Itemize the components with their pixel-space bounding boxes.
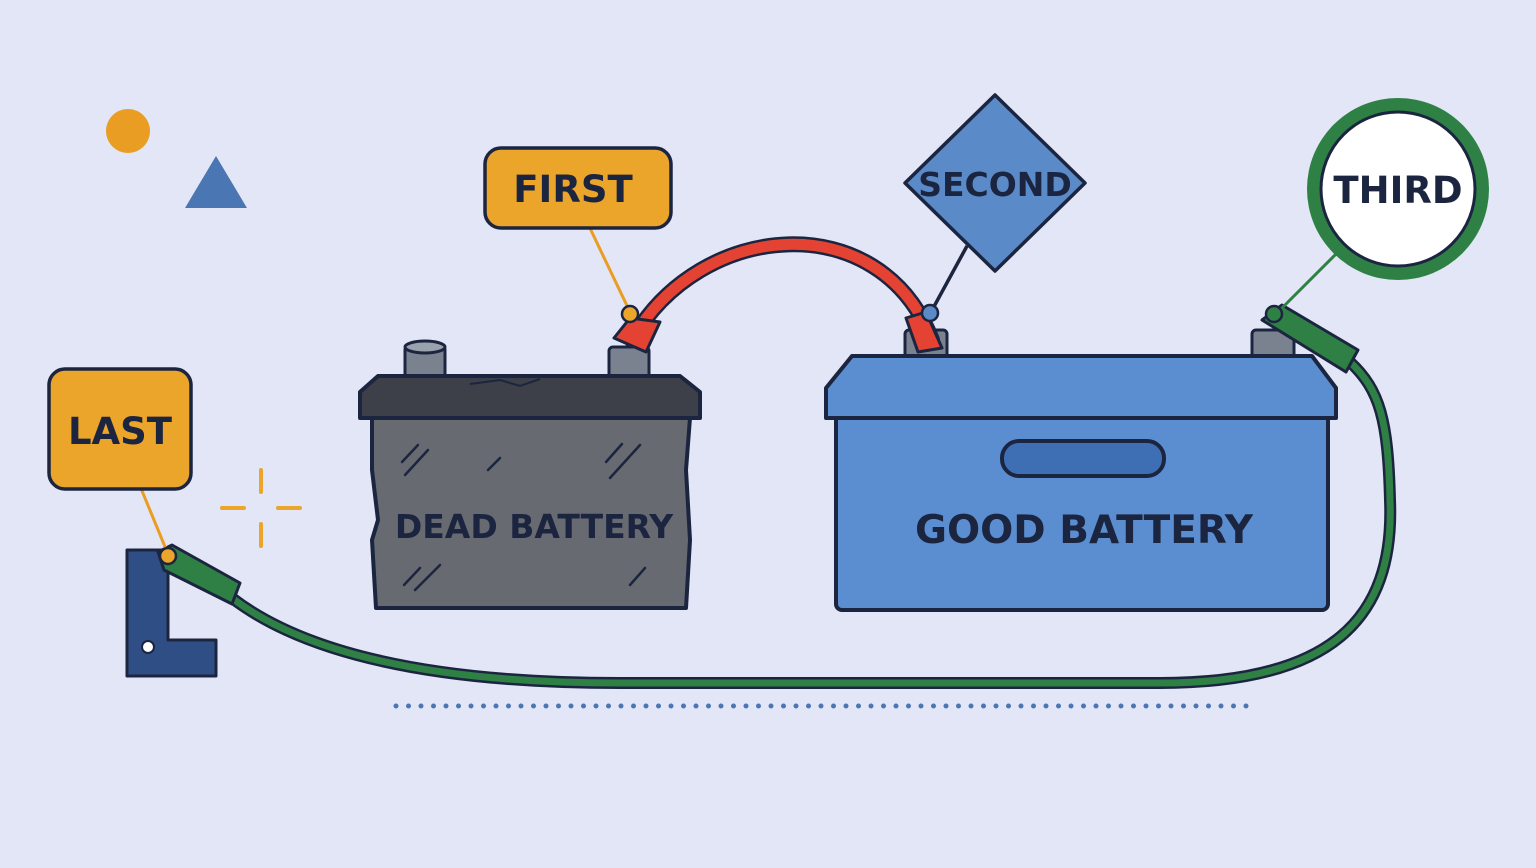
last-label: LAST [68, 410, 173, 453]
red-clamp-dead [612, 316, 662, 354]
second-leader-line [929, 245, 969, 313]
decor-triangle-icon [185, 156, 247, 208]
second-callout [903, 93, 1087, 273]
sparkle-icon [220, 468, 302, 548]
third-callout-inner [1319, 110, 1477, 268]
first-callout [483, 146, 673, 230]
ground-clamp [156, 543, 242, 606]
third-leader-line [1276, 250, 1340, 314]
dead-battery [358, 339, 702, 610]
third-marker [1264, 304, 1284, 324]
good-battery [824, 328, 1338, 612]
last-marker [158, 546, 178, 566]
red-clamp-good [904, 310, 944, 354]
first-leader-line [586, 223, 632, 313]
second-marker [920, 303, 940, 323]
green-cable [226, 356, 1397, 689]
first-marker [620, 304, 640, 324]
last-callout [47, 367, 193, 491]
last-leader-line [138, 485, 170, 555]
good-battery-label: GOOD BATTERY [915, 508, 1254, 553]
dead-battery-label: DEAD BATTERY [395, 507, 674, 546]
decor-circle-icon [106, 109, 150, 153]
bracket-bolt-hole [141, 640, 155, 654]
second-label: SECOND [918, 165, 1072, 204]
first-label: FIRST [513, 168, 633, 211]
red-cable [624, 236, 940, 348]
third-label: THIRD [1333, 169, 1462, 212]
